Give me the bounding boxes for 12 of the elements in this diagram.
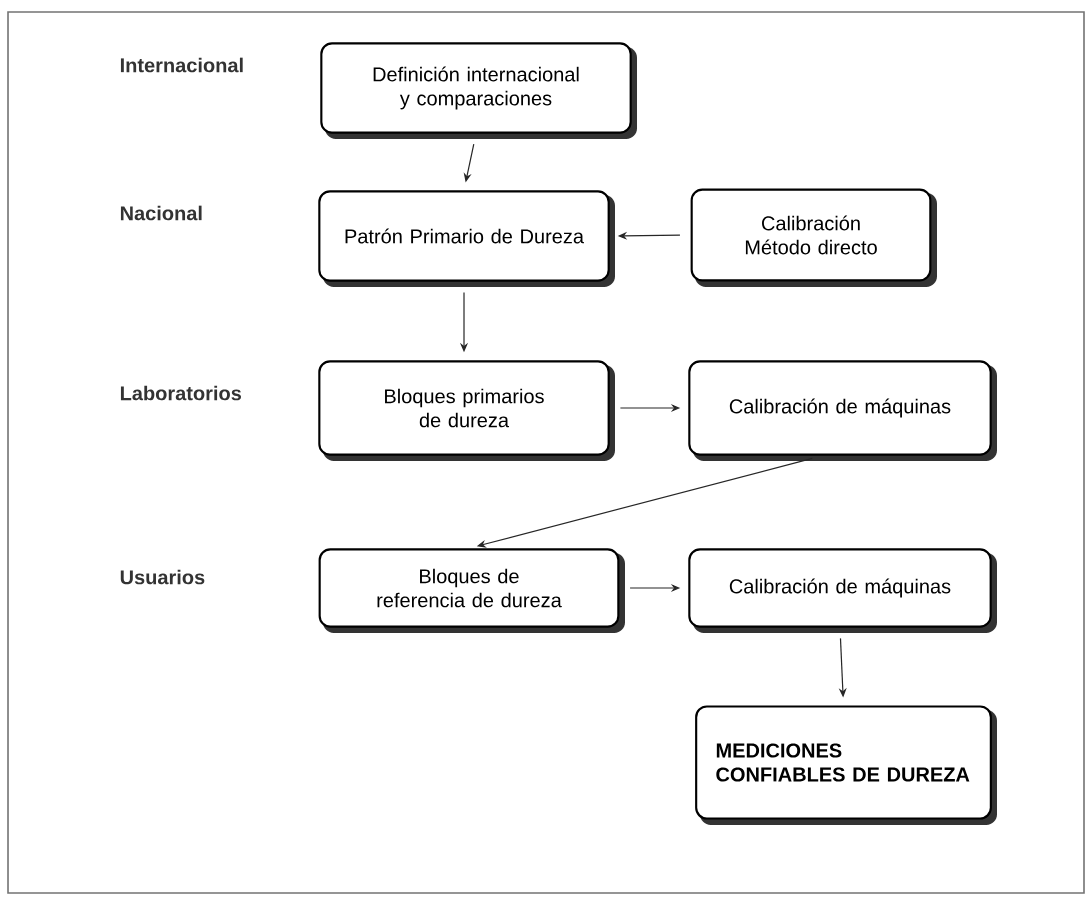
level-label: Nacional — [120, 205, 202, 221]
level-label: Laboratorios — [120, 385, 241, 401]
process-box: Calibración de máquinas — [688, 360, 997, 461]
level-label: Internacional — [120, 57, 243, 73]
process-box: Calibración Método directo — [690, 188, 937, 287]
process-box: Bloques de referencia de dureza — [318, 548, 625, 633]
process-box: Patrón Primario de Dureza — [318, 190, 615, 287]
process-box: Bloques primarios de dureza — [318, 360, 615, 461]
process-box: Calibración de máquinas — [688, 548, 997, 633]
process-box: MEDICIONES CONFIABLES DE DUREZA — [695, 705, 997, 825]
level-label: Usuarios — [120, 569, 205, 585]
process-box: Definición internacional y comparaciones — [320, 42, 637, 139]
